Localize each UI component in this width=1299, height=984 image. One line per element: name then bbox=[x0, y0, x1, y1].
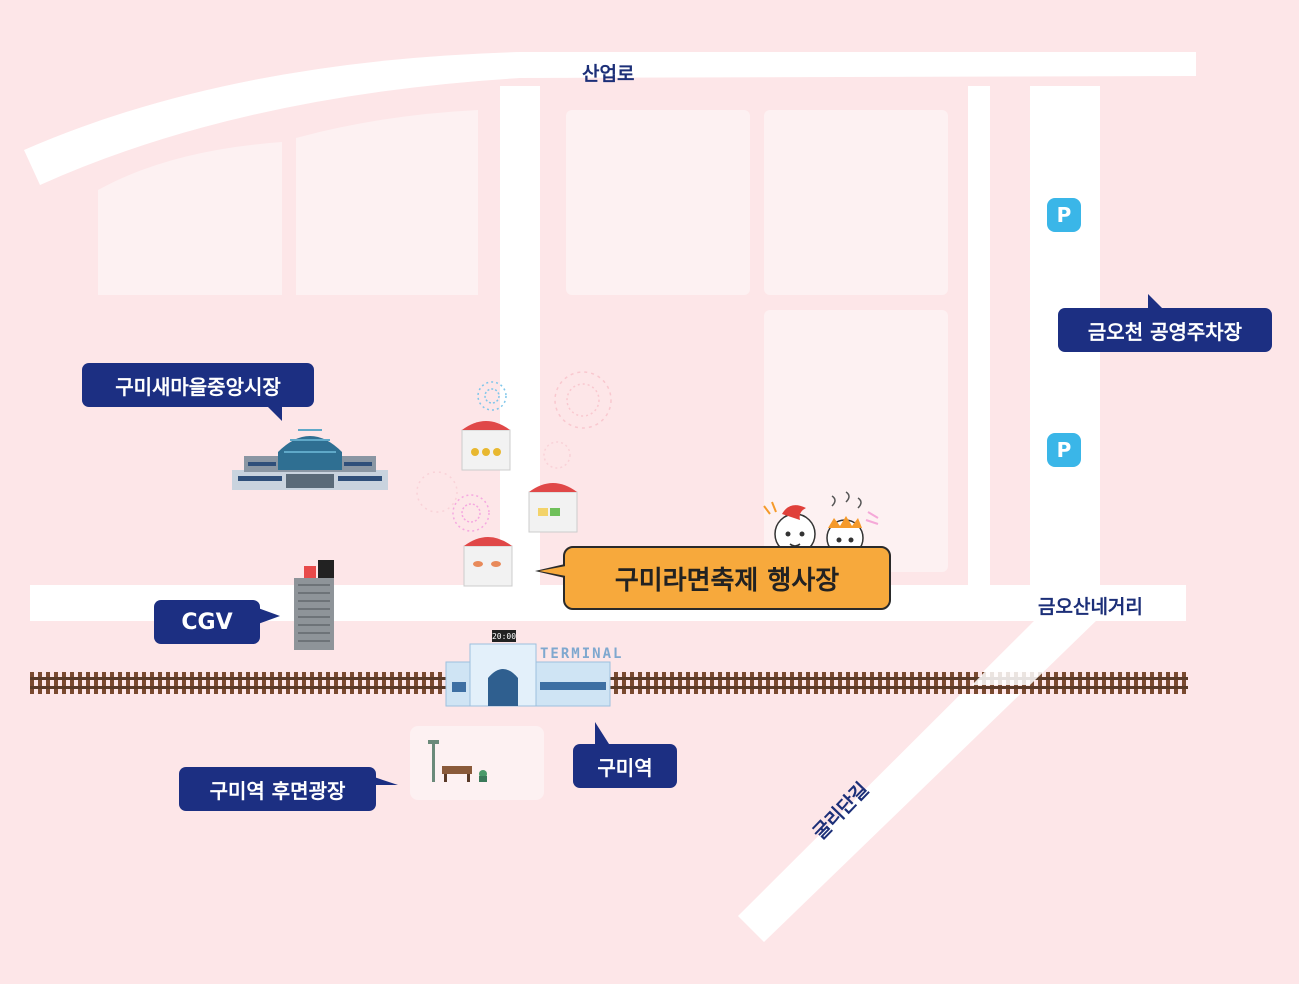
terminal-building-icon bbox=[445, 643, 611, 707]
lamp-icon bbox=[428, 740, 439, 782]
city-blocks bbox=[98, 110, 948, 800]
block bbox=[566, 110, 750, 295]
road-vertical-mid bbox=[968, 86, 990, 586]
place-label-parking-lot: 금오천 공영주차장 bbox=[1058, 294, 1272, 352]
place-label-parking-lot-text: 금오천 공영주차장 bbox=[1087, 319, 1243, 344]
food-stalls bbox=[461, 421, 578, 587]
parking-sign-icon: P bbox=[1047, 433, 1081, 467]
bubble-tail bbox=[374, 777, 398, 785]
place-label-market: 구미새마을중앙시장 bbox=[82, 363, 314, 421]
food-stall-icon bbox=[461, 421, 511, 471]
firework-icon bbox=[452, 494, 490, 532]
food-stall-icon bbox=[463, 537, 513, 587]
cgv-building-icon bbox=[294, 560, 334, 650]
firework-icon bbox=[554, 371, 612, 429]
shrub-icon bbox=[479, 770, 487, 782]
place-label-festival: 구미라면축제 행사장 bbox=[535, 546, 891, 610]
sanup-road bbox=[24, 52, 1196, 185]
place-label-market-text: 구미새마을중앙시장 bbox=[115, 374, 281, 399]
gulidan-road bbox=[738, 615, 1102, 942]
place-label-cgv: CGV bbox=[154, 600, 280, 644]
place-label-cgv-text: CGV bbox=[181, 609, 233, 635]
block bbox=[764, 310, 948, 572]
terminal-sign: TERMINAL bbox=[540, 646, 624, 662]
place-label-festival-text: 구미라면축제 행사장 bbox=[614, 565, 840, 596]
parking-sign-icon: P bbox=[1047, 198, 1081, 232]
block bbox=[98, 142, 282, 295]
block bbox=[764, 110, 948, 295]
place-label-station: 구미역 bbox=[573, 722, 677, 788]
firework-icon bbox=[416, 441, 571, 513]
place-label-rear-plaza-text: 구미역 후면광장 bbox=[209, 778, 346, 803]
block bbox=[296, 110, 478, 295]
bubble-tail-fill bbox=[539, 566, 566, 576]
place-label-rear-plaza: 구미역 후면광장 bbox=[179, 767, 398, 811]
bubble-tail bbox=[1148, 294, 1162, 308]
bench-icon bbox=[442, 766, 472, 782]
road-crossing bbox=[972, 615, 1102, 685]
place-label-station-text: 구미역 bbox=[597, 755, 653, 780]
food-stall-icon bbox=[528, 483, 578, 533]
bubble-tail bbox=[268, 407, 282, 421]
road-label-sanup: 산업로 bbox=[582, 63, 635, 85]
station-clock: 20:00 bbox=[491, 630, 517, 642]
plaza-block bbox=[410, 726, 544, 800]
fireworks-icons bbox=[416, 371, 612, 532]
road-label-geumo-intersection: 금오산네거리 bbox=[1038, 596, 1143, 618]
bubble-tail bbox=[595, 722, 609, 744]
bubble-tail bbox=[258, 608, 280, 624]
firework-icon bbox=[477, 381, 507, 411]
mascot-icon bbox=[763, 501, 816, 555]
market-building-icon bbox=[232, 429, 388, 490]
